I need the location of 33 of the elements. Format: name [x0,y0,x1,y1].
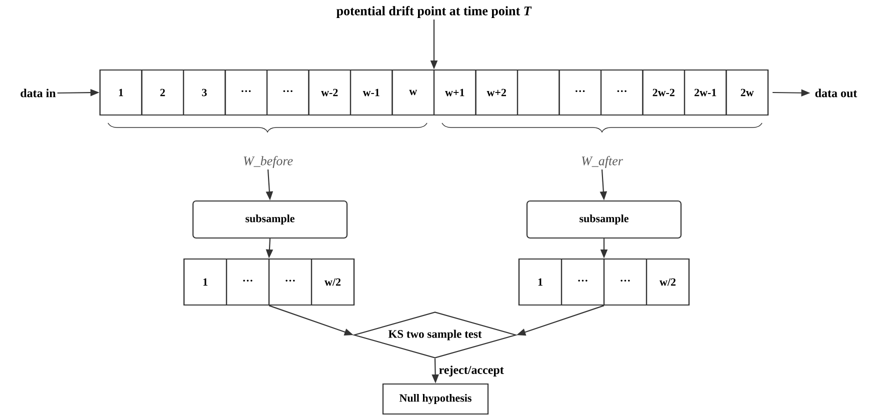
window-cell: ··· [224,69,268,116]
window-label: W_before [244,156,293,168]
window-cell: 2w-2 [642,69,686,116]
sample-cell: 1 [518,258,562,306]
window-cell: ··· [558,69,602,116]
window-cell: w+1 [433,69,476,116]
input-label: data in [20,88,56,98]
sample-cell: ··· [603,258,648,306]
window-label: W_after [582,156,623,168]
window-cell: w-1 [350,69,393,116]
process-box: subsample [526,200,682,239]
drift-point-label: potential drift point at time point T [336,6,532,18]
window-cell: 3 [182,69,226,116]
window-cell: 1 [99,69,142,116]
edge-label: reject/accept [439,366,504,376]
window-cell: ··· [600,69,644,116]
result-box: Null hypothesis [382,383,489,415]
window-cell: w-2 [308,69,352,116]
window-cell: w+2 [475,69,518,116]
sample-cell: w/2 [646,258,690,306]
sample-cell: 1 [183,258,228,306]
window-cell: ··· [266,69,310,116]
window-cell [516,69,560,116]
process-box: subsample [192,200,348,239]
sample-cell: w/2 [310,258,355,306]
window-cell: 2w [726,69,769,116]
sample-cell: ··· [560,258,605,306]
window-cell: 2w-1 [684,69,727,116]
window-cell: 2 [141,69,184,116]
sample-cell: ··· [226,258,270,306]
output-label: data out [815,88,858,98]
window-cell: w [392,69,435,116]
sample-cell: ··· [268,258,312,306]
